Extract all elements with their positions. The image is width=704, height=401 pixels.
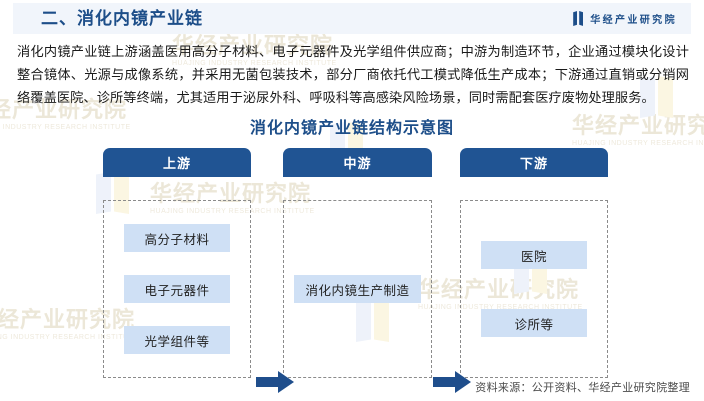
chart-title: 消化内镜产业链结构示意图 bbox=[249, 120, 454, 137]
stage-header-midstream: 中游 bbox=[283, 148, 432, 177]
brand-logo: 华经产业研究院 bbox=[573, 11, 677, 26]
brand-name: 华经产业研究院 bbox=[590, 15, 677, 26]
source-note: 资料来源：公开资料、华经产业研究院整理 bbox=[475, 382, 690, 394]
header-accent-bar bbox=[13, 3, 17, 34]
value-chain-diagram: 消化内镜产业链结构示意图 上游 中游 下游 高分子材料 电子元器件 光学组件等 … bbox=[0, 105, 704, 401]
book-flag-icon bbox=[573, 11, 584, 26]
node-box: 高分子材料 bbox=[124, 224, 230, 252]
stage-header-downstream: 下游 bbox=[460, 148, 608, 177]
node-box: 诊所等 bbox=[481, 309, 587, 337]
node-box: 消化内镜生产制造 bbox=[294, 275, 421, 303]
stage-body-midstream: 消化内镜生产制造 bbox=[283, 200, 432, 378]
node-box: 医院 bbox=[481, 241, 587, 269]
stage-body-downstream: 医院 诊所等 bbox=[460, 200, 608, 378]
page-title: 二、消化内镜产业链 bbox=[41, 9, 203, 28]
right-arrow-icon bbox=[433, 371, 471, 393]
node-box: 电子元器件 bbox=[124, 275, 230, 303]
intro-paragraph: 消化内镜产业链上游涵盖医用高分子材料、电子元器件及光学组件供应商；中游为制造环节… bbox=[17, 44, 689, 105]
document-header: 二、消化内镜产业链 华经产业研究院 bbox=[13, 3, 691, 34]
stage-header-upstream: 上游 bbox=[103, 148, 251, 177]
stage-body-upstream: 高分子材料 电子元器件 光学组件等 bbox=[103, 200, 251, 378]
node-box: 光学组件等 bbox=[124, 326, 230, 354]
right-arrow-icon bbox=[256, 371, 294, 393]
